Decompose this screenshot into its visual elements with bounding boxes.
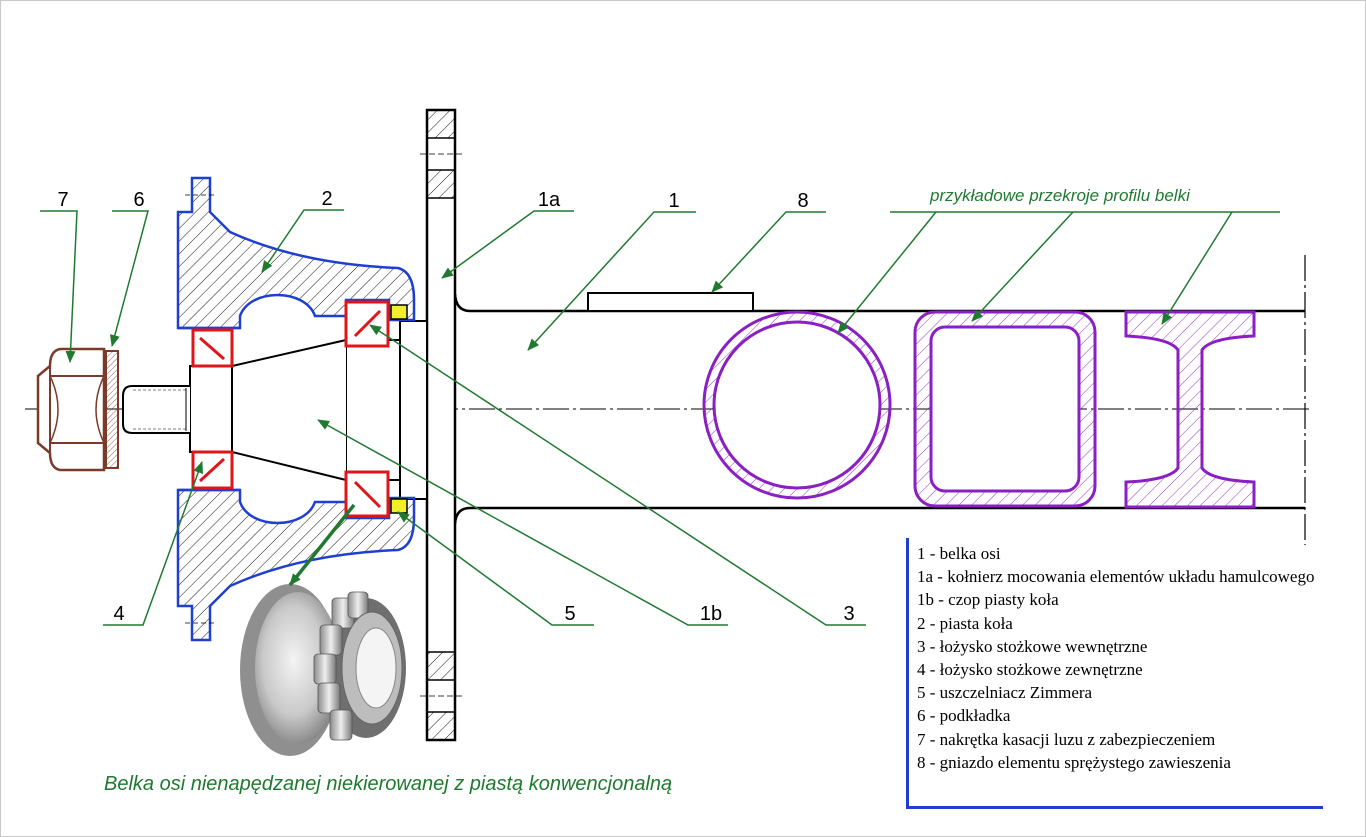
callout-2: 2	[321, 188, 332, 210]
callout-1b: 1b	[700, 603, 722, 625]
callout-7: 7	[57, 189, 68, 211]
bearing-picture-arrow	[288, 503, 356, 587]
leader-4	[103, 461, 203, 626]
legend-item: 1b - czop piasty koła	[917, 590, 1059, 610]
seal-top	[390, 304, 408, 320]
inner-bearing-top	[344, 300, 390, 348]
leader-section-square	[971, 211, 1074, 322]
tapered-bearing-image	[240, 584, 406, 756]
legend-item: 3 - łożysko stożkowe wewnętrzne	[917, 636, 1148, 656]
callout-3: 3	[843, 603, 854, 625]
leader-6	[110, 210, 149, 347]
wheel-hub	[176, 176, 416, 642]
legend-item: 8 - gniazdo elementu sprężystego zawiesz…	[917, 752, 1231, 772]
callout-8: 8	[797, 190, 808, 212]
legend-item: 1 - belka osi	[917, 544, 1001, 563]
leader-7	[40, 210, 78, 363]
legend-item: 5 - uszczelniacz Zimmera	[917, 683, 1093, 703]
sections-title: przykładowe przekroje profilu belki	[929, 186, 1191, 205]
legend-item: 1a - kołnierz mocowania elementów układu…	[917, 567, 1315, 587]
callout-1a: 1a	[538, 189, 561, 211]
seal-bottom	[390, 498, 408, 514]
legend-item: 2 - piasta koła	[917, 613, 1013, 633]
callout-1: 1	[668, 190, 679, 212]
lock-nut	[36, 347, 106, 472]
leader-5	[397, 511, 594, 626]
leader-1a	[441, 210, 574, 279]
legend-item: 6 - podkładka	[917, 706, 1011, 726]
spindle	[122, 320, 428, 500]
leader-1	[527, 211, 696, 351]
leader-3	[369, 324, 866, 626]
leader-2	[261, 209, 344, 273]
section-round-tube	[702, 310, 892, 500]
brake-flange	[420, 108, 462, 742]
leader-section-i	[1161, 211, 1233, 325]
section-square-tube	[913, 310, 1097, 508]
leader-8	[711, 211, 826, 293]
leader-section-round	[837, 211, 937, 334]
callout-labels: 7 6 2 1a 1 8 4 5 1b 3	[57, 188, 854, 625]
bearing-rollers	[313, 591, 369, 741]
leader-1b	[317, 419, 728, 626]
legend-item: 4 - łożysko stożkowe zewnętrzne	[917, 660, 1143, 680]
diagram-caption: Belka osi nienapędzanej niekierowanej z …	[104, 773, 673, 795]
legend-item: 7 - nakrętka kasacji luzu z zabezpieczen…	[917, 729, 1216, 749]
callout-5: 5	[564, 603, 575, 625]
callout-4: 4	[113, 603, 124, 625]
section-i-beam	[1124, 310, 1256, 509]
leader-lines	[40, 209, 1280, 626]
outer-bearing-top	[191, 328, 234, 368]
spring-seat	[587, 292, 754, 312]
washer	[105, 350, 119, 469]
legend-box: 1 - belka osi 1a - kołnierz mocowania el…	[906, 538, 1323, 809]
callout-6: 6	[133, 189, 144, 211]
